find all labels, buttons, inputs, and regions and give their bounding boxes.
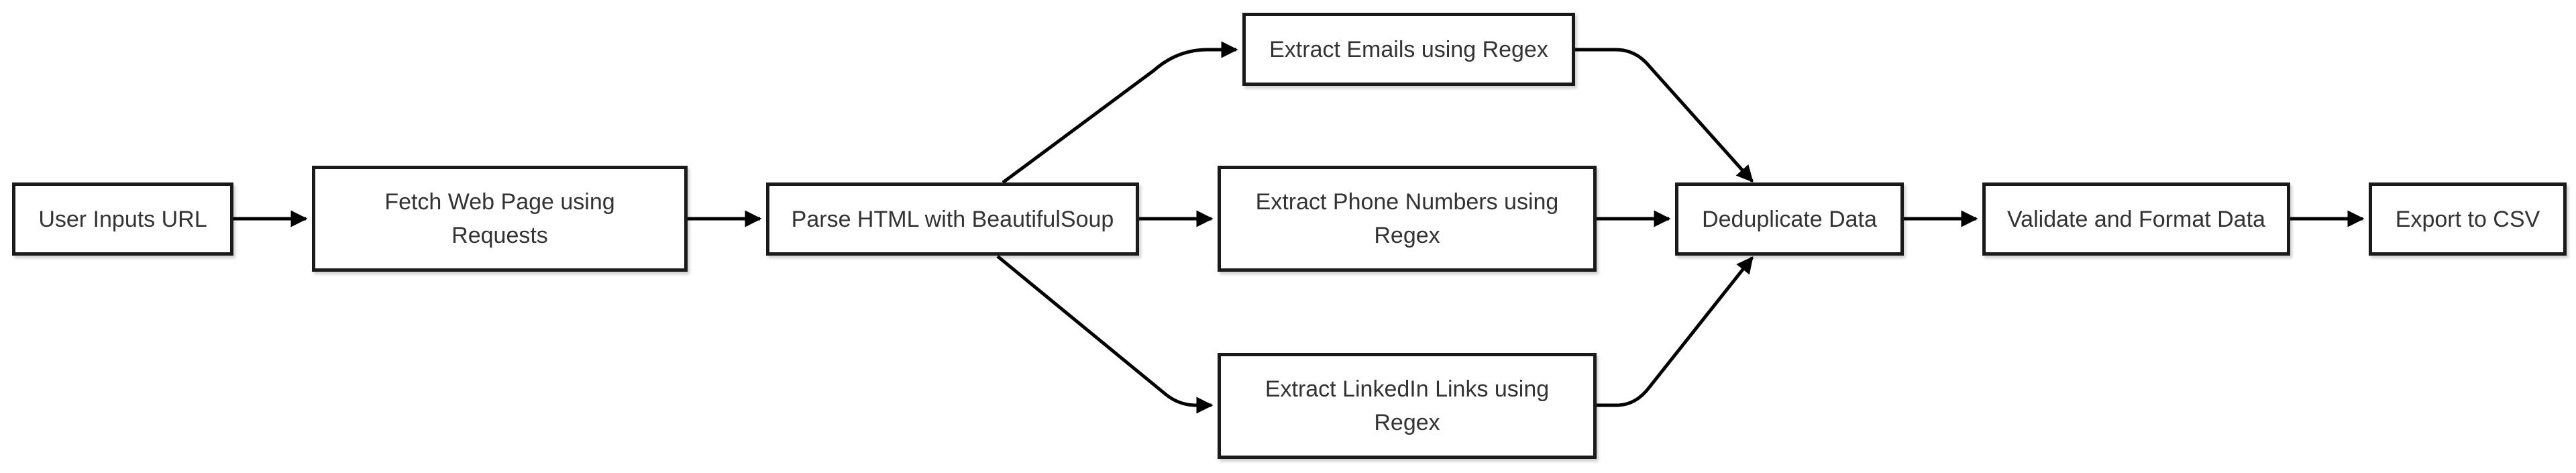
node-user-inputs-url: User Inputs URL — [12, 182, 233, 256]
node-extract-phone-numbers: Extract Phone Numbers using Regex — [1218, 166, 1597, 272]
node-fetch-web-page: Fetch Web Page using Requests — [312, 166, 688, 272]
node-export-to-csv: Export to CSV — [2369, 182, 2567, 256]
node-label: Extract Phone Numbers using Regex — [1255, 189, 1559, 248]
node-deduplicate-data: Deduplicate Data — [1675, 182, 1904, 256]
node-label: Deduplicate Data — [1702, 206, 1877, 232]
node-parse-html: Parse HTML with BeautifulSoup — [766, 182, 1139, 256]
node-validate-and-format: Validate and Format Data — [1982, 182, 2290, 256]
node-label: User Inputs URL — [38, 206, 207, 232]
edge-emails-to-dedupe — [1575, 48, 1754, 182]
node-label: Export to CSV — [2395, 206, 2540, 232]
node-extract-emails: Extract Emails using Regex — [1242, 13, 1575, 86]
node-label: Extract LinkedIn Links using Regex — [1265, 376, 1550, 435]
edge-parse-to-emails — [1002, 41, 1238, 185]
node-label: Fetch Web Page using Requests — [384, 189, 615, 248]
edge-parse-to-linkedin — [996, 255, 1214, 414]
node-label: Parse HTML with BeautifulSoup — [791, 206, 1114, 232]
node-label: Validate and Format Data — [2007, 206, 2265, 232]
node-label: Extract Emails using Regex — [1269, 36, 1548, 62]
node-extract-linkedin-links: Extract LinkedIn Links using Regex — [1218, 353, 1597, 459]
edge-linkedin-to-dedupe — [1597, 256, 1754, 407]
